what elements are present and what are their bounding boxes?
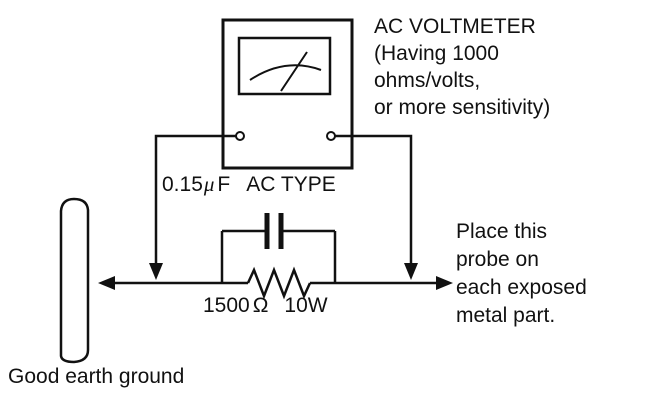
resistor-omega-symbol: Ω xyxy=(252,294,269,317)
ground-pipe xyxy=(59,197,90,364)
resistor-label: 1500 Ω 10W xyxy=(203,292,328,319)
voltmeter-terminal-right xyxy=(326,131,336,141)
voltmeter-caption: AC VOLTMETER (Having 1000 ohms/volts, or… xyxy=(374,13,550,121)
meter-scale-arc xyxy=(249,64,322,81)
wire-right-lead xyxy=(335,134,413,265)
voltmeter-caption-line-2: (Having 1000 xyxy=(374,42,499,65)
voltmeter-caption-line-3: ohms/volts, xyxy=(374,69,481,92)
capacitor-unit: F xyxy=(217,173,231,196)
probe-note-line-2: probe on xyxy=(456,248,539,271)
capacitor-type: AC TYPE xyxy=(246,173,336,196)
arrowhead-right-lead-down xyxy=(404,263,418,280)
voltmeter-box xyxy=(221,18,354,170)
voltmeter-caption-line-1: AC VOLTMETER xyxy=(374,15,536,38)
resistor-zigzag xyxy=(246,266,312,300)
voltmeter-caption-line-4: or more sensitivity) xyxy=(374,96,551,119)
probe-note-line-3: each exposed xyxy=(456,276,587,299)
capacitor-mu-symbol: μ xyxy=(203,172,215,196)
probe-note-line-1: Place this xyxy=(456,220,548,243)
arrowhead-left-lead-down xyxy=(149,263,163,280)
voltmeter-terminal-left xyxy=(235,131,245,141)
probe-note: Place this probe on each exposed metal p… xyxy=(456,218,587,330)
probe-note-line-4: metal part. xyxy=(456,304,556,327)
resistor-power: 10W xyxy=(284,294,328,317)
meter-needle xyxy=(280,51,308,92)
capacitor-value: 0.15 xyxy=(162,173,203,196)
ground-label: Good earth ground xyxy=(8,365,185,388)
arrowhead-probe xyxy=(436,276,453,290)
meter-face xyxy=(237,36,332,96)
capacitor-label: 0.15 μ F AC TYPE xyxy=(162,171,336,198)
wire-left-lead xyxy=(154,134,236,265)
arrowhead-to-ground xyxy=(98,276,115,290)
resistor-value: 1500 xyxy=(203,294,250,317)
